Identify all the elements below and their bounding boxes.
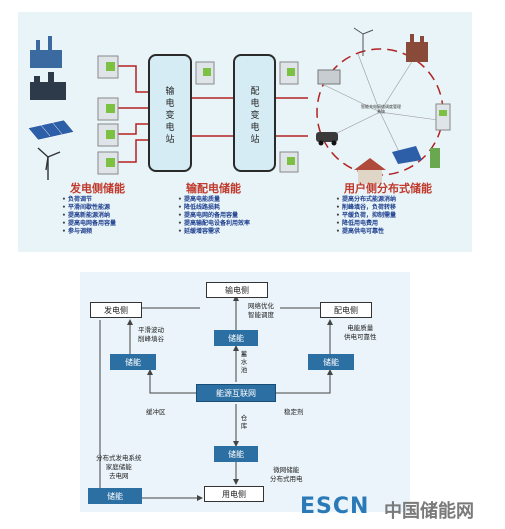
microgrid-label: 微网储能 分布式用电 (270, 466, 303, 483)
distributed-label: 分布式发电系统 家庭储能 去电网 (96, 454, 142, 480)
distribution-substation-label: 配电变电站 (250, 87, 260, 145)
user-side-item: 提高分布式能源消纳 (336, 196, 396, 204)
storage-cabinet-dist-2 (279, 151, 299, 173)
trans-side-item: 提高电网的备用容量 (178, 212, 250, 220)
user-side-item: 降低用电费用 (336, 220, 396, 228)
storage-cabinet-gen-4 (97, 151, 119, 175)
wind-farm-icon (353, 27, 374, 56)
transmission-side-box: 输电侧 (206, 282, 268, 298)
power-plant-icon (30, 72, 66, 100)
spoke-2 (379, 59, 414, 113)
overview-connections (27, 27, 451, 184)
user-side-box: 用电侧 (204, 486, 264, 502)
user-side-item: 提高供电可靠性 (336, 228, 396, 236)
user-side-item: 削峰填谷，负荷转移 (336, 204, 396, 212)
solar-panel-icon (27, 119, 75, 141)
spoke-6 (317, 81, 381, 113)
gen-side-item: 参与调频 (62, 228, 116, 236)
generation-side-box: 发电侧 (90, 302, 142, 318)
stabilizer-label: 稳定剂 (284, 408, 304, 416)
storage-box-distributed: 储能 (88, 488, 142, 504)
spoke-3 (379, 111, 439, 121)
gen-side-item: 平滑间歇性能源 (62, 204, 116, 212)
storage-cabinet-trans (195, 61, 215, 85)
storage-box-dist: 储能 (308, 354, 354, 370)
wind-turbine-icon (37, 147, 61, 180)
gen-side-list: 负荷调节 平滑间歇性能源 提高新能源消纳 提高电网备用容量 参与调频 (62, 196, 116, 236)
trans-side-item: 提高电能质量 (178, 196, 250, 204)
energy-storage-overview-panel: 输电变电站 配电变电站 智能充电网络调度管理系统 发电侧储能 输配电储能 用户侧… (18, 12, 472, 252)
storage-container-icon (317, 69, 341, 85)
warehouse-label: 仓库 (240, 414, 248, 430)
reservoir-label: 蓄水池 (240, 350, 248, 374)
gen-link-3 (118, 123, 148, 135)
energy-internet-box: 能源互联网 (196, 384, 276, 402)
transmission-substation: 输电变电站 (148, 54, 192, 172)
energy-internet-diagram: 输电侧 发电侧 配电侧 储能 储能 储能 能源互联网 储能 储能 用电侧 平滑波… (80, 272, 410, 512)
gen-side-title: 发电侧储能 (70, 182, 125, 195)
diagram-arrows (99, 295, 333, 501)
quality-label: 电能质量 供电可靠性 (344, 324, 377, 341)
user-side-list: 提高分布式能源消纳 削峰填谷，负荷转移 平缓负荷，抑制需量 降低用电费用 提高供… (336, 196, 396, 236)
transmission-substation-label: 输电变电站 (165, 87, 175, 145)
spoke-1 (357, 53, 381, 113)
dispatch-system-label: 智能充电网络调度管理系统 (361, 104, 401, 114)
smooth-label: 平滑波动 削峰填谷 (138, 326, 164, 343)
distribution-substation: 配电变电站 (233, 54, 276, 172)
trans-side-item: 提高输配电设备利用效率 (178, 220, 250, 228)
gen-side-item: 负荷调节 (62, 196, 116, 204)
factory-icon (406, 34, 428, 62)
gen-link-4 (118, 139, 148, 163)
buffer-label: 缓冲区 (146, 408, 166, 416)
storage-box-trans: 储能 (214, 330, 258, 346)
trans-side-item: 延缓增容需求 (178, 228, 250, 236)
storage-cabinet-gen-3 (97, 123, 119, 147)
gen-side-item: 提高电网备用容量 (62, 220, 116, 228)
energy-storage-unit-icon (435, 103, 451, 131)
electric-car-icon (316, 132, 338, 146)
storage-cabinet-gen-1 (97, 55, 119, 79)
rooftop-solar-icon (392, 146, 422, 164)
trans-side-item: 降低线路损耗 (178, 204, 250, 212)
storage-cabinet-dist-1 (279, 61, 299, 85)
charging-station-icon (430, 148, 440, 168)
arrow-net-to-left-storage (147, 369, 196, 394)
gen-link-1 (118, 65, 148, 93)
watermark-cn: 中国储能网 (384, 501, 474, 522)
storage-box-gen: 储能 (110, 354, 156, 370)
trans-side-title: 输配电储能 (186, 182, 241, 195)
user-side-title: 用户侧分布式储能 (344, 182, 432, 195)
nuclear-plant-icon (30, 36, 62, 68)
user-side-item: 平缓负荷，抑制需量 (336, 212, 396, 220)
storage-cabinet-gen-2 (97, 97, 119, 121)
watermark-latin: ESCN (300, 494, 370, 519)
gen-side-item: 提高新能源消纳 (62, 212, 116, 220)
arrow-net-to-right-storage (276, 369, 333, 394)
distribution-side-box: 配电侧 (320, 302, 372, 318)
storage-box-user: 储能 (214, 446, 258, 462)
optimize-label: 网络优化 智能调度 (248, 302, 274, 319)
house-icon (354, 158, 386, 184)
trans-side-list: 提高电能质量 降低线路损耗 提高电网的备用容量 提高输配电设备利用效率 延缓增容… (178, 196, 250, 236)
